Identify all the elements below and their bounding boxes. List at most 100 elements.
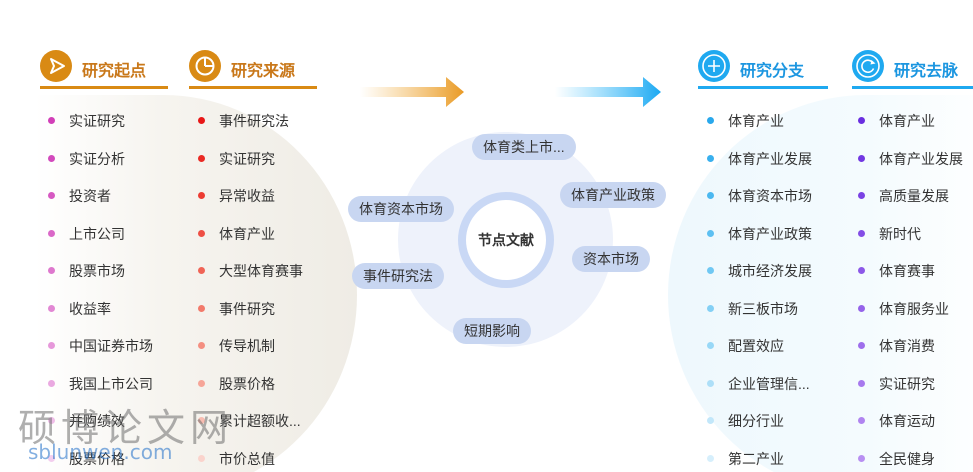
- keyword-label: 我国上市公司: [69, 375, 153, 392]
- keyword-label: 体育产业: [728, 113, 784, 129]
- keyword-label: 上市公司: [69, 225, 125, 242]
- column-underline: [852, 86, 973, 89]
- keyword-item[interactable]: 我国上市公司: [45, 371, 153, 409]
- keyword-item[interactable]: 体育产业: [855, 108, 963, 146]
- bullet-dot-icon: [707, 304, 714, 312]
- left-background-shape: [35, 95, 357, 472]
- bullet-dot-icon: [48, 267, 55, 274]
- keyword-label: 体育运动: [879, 413, 935, 429]
- keyword-pill[interactable]: 短期影响: [453, 318, 531, 344]
- keyword-label: 细分行业: [728, 413, 784, 429]
- keyword-label: 企业管理信...: [728, 375, 810, 392]
- bullet-dot-icon: [48, 379, 55, 387]
- keyword-item[interactable]: 上市公司: [45, 221, 153, 259]
- bullet-dot-icon: [198, 267, 205, 274]
- pie-chart-icon: [189, 50, 221, 82]
- keyword-item[interactable]: 市价总值: [195, 446, 303, 472]
- keyword-item[interactable]: 事件研究: [195, 296, 303, 334]
- bullet-dot-icon: [48, 117, 55, 124]
- keyword-label: 第二产业: [728, 450, 784, 467]
- keyword-item[interactable]: 体育产业: [195, 221, 303, 259]
- keyword-label: 事件研究法: [219, 113, 289, 129]
- keyword-item[interactable]: 实证研究: [45, 108, 153, 146]
- keyword-item[interactable]: 体育产业: [704, 108, 812, 146]
- keyword-pill[interactable]: 体育类上市...: [472, 134, 576, 160]
- keyword-item[interactable]: 体育资本市场: [704, 183, 812, 221]
- keyword-item[interactable]: 配置效应: [704, 333, 812, 371]
- keyword-item[interactable]: 并购绩效: [45, 408, 153, 446]
- keyword-pill[interactable]: 体育资本市场: [348, 196, 454, 222]
- bullet-dot-icon: [707, 417, 714, 424]
- keyword-item[interactable]: 传导机制: [195, 333, 303, 371]
- bullet-dot-icon: [48, 154, 55, 162]
- keyword-pill[interactable]: 事件研究法: [352, 263, 444, 289]
- keyword-item[interactable]: 异常收益: [195, 183, 303, 221]
- keyword-item[interactable]: 体育服务业: [855, 296, 963, 334]
- bullet-dot-icon: [858, 342, 865, 349]
- bullet-dot-icon: [858, 454, 865, 462]
- column-header-start: 研究起点: [40, 48, 168, 89]
- keyword-item[interactable]: 体育消费: [855, 333, 963, 371]
- keyword-label: 事件研究: [219, 300, 275, 317]
- bullet-dot-icon: [858, 117, 865, 124]
- keyword-item[interactable]: 股票价格: [195, 371, 303, 409]
- bullet-dot-icon: [198, 379, 205, 387]
- keyword-item[interactable]: 细分行业: [704, 408, 812, 446]
- keyword-item[interactable]: 实证分析: [45, 146, 153, 184]
- keyword-label: 城市经济发展: [728, 263, 812, 279]
- bullet-dot-icon: [198, 192, 205, 199]
- keyword-pill[interactable]: 资本市场: [572, 246, 650, 272]
- keyword-item[interactable]: 事件研究法: [195, 108, 303, 146]
- keyword-item[interactable]: 实证研究: [195, 146, 303, 184]
- keyword-item[interactable]: 城市经济发展: [704, 258, 812, 296]
- keyword-item[interactable]: 第二产业: [704, 446, 812, 472]
- keyword-item[interactable]: 企业管理信...: [704, 371, 812, 409]
- keyword-label: 股票价格: [219, 375, 275, 392]
- bullet-dot-icon: [858, 417, 865, 424]
- refresh-circle-icon: [852, 50, 884, 82]
- keyword-item[interactable]: 新时代: [855, 221, 963, 259]
- keyword-item[interactable]: 投资者: [45, 183, 153, 221]
- keyword-label: 体育产业发展: [728, 150, 812, 167]
- keyword-item[interactable]: 体育产业政策: [704, 221, 812, 259]
- keyword-label: 配置效应: [728, 338, 784, 354]
- bullet-dot-icon: [707, 267, 714, 274]
- keyword-label: 新时代: [879, 225, 921, 242]
- keyword-item[interactable]: 全民健身: [855, 446, 963, 472]
- branch-keyword-list: 体育产业体育产业发展体育资本市场体育产业政策城市经济发展新三板市场配置效应企业管…: [704, 108, 812, 472]
- column-header-source: 研究来源: [189, 48, 317, 89]
- keyword-item[interactable]: 新三板市场: [704, 296, 812, 334]
- bullet-dot-icon: [707, 117, 714, 124]
- keyword-item[interactable]: 高质量发展: [855, 183, 963, 221]
- keyword-label: 体育服务业: [879, 300, 949, 317]
- keyword-item[interactable]: 股票市场: [45, 258, 153, 296]
- play-arrow-icon: [40, 50, 72, 82]
- keyword-item[interactable]: 大型体育赛事: [195, 258, 303, 296]
- keyword-label: 体育消费: [879, 338, 935, 354]
- bullet-dot-icon: [707, 192, 714, 199]
- column-underline: [40, 86, 168, 89]
- keyword-label: 高质量发展: [879, 188, 949, 204]
- keyword-item[interactable]: 体育运动: [855, 408, 963, 446]
- keyword-pill[interactable]: 体育产业政策: [560, 182, 666, 208]
- keyword-item[interactable]: 体育产业发展: [704, 146, 812, 184]
- keyword-label: 中国证券市场: [69, 338, 153, 354]
- bullet-dot-icon: [48, 304, 55, 312]
- column-underline: [698, 86, 828, 89]
- bullet-dot-icon: [707, 229, 714, 237]
- keyword-label: 体育产业: [219, 225, 275, 242]
- keyword-item[interactable]: 体育赛事: [855, 258, 963, 296]
- keyword-item[interactable]: 体育产业发展: [855, 146, 963, 184]
- keyword-label: 体育赛事: [879, 263, 935, 279]
- bullet-dot-icon: [858, 154, 865, 162]
- keyword-item[interactable]: 股票价格: [45, 446, 153, 472]
- keyword-item[interactable]: 实证研究: [855, 371, 963, 409]
- column-title: 研究来源: [231, 63, 296, 80]
- orange-arrow-icon: [360, 77, 464, 107]
- keyword-item[interactable]: 累计超额收...: [195, 408, 303, 446]
- keyword-item[interactable]: 收益率: [45, 296, 153, 334]
- keyword-label: 实证研究: [69, 113, 125, 129]
- keyword-item[interactable]: 中国证券市场: [45, 333, 153, 371]
- bullet-dot-icon: [858, 304, 865, 312]
- column-header-branch: 研究分支: [698, 48, 828, 89]
